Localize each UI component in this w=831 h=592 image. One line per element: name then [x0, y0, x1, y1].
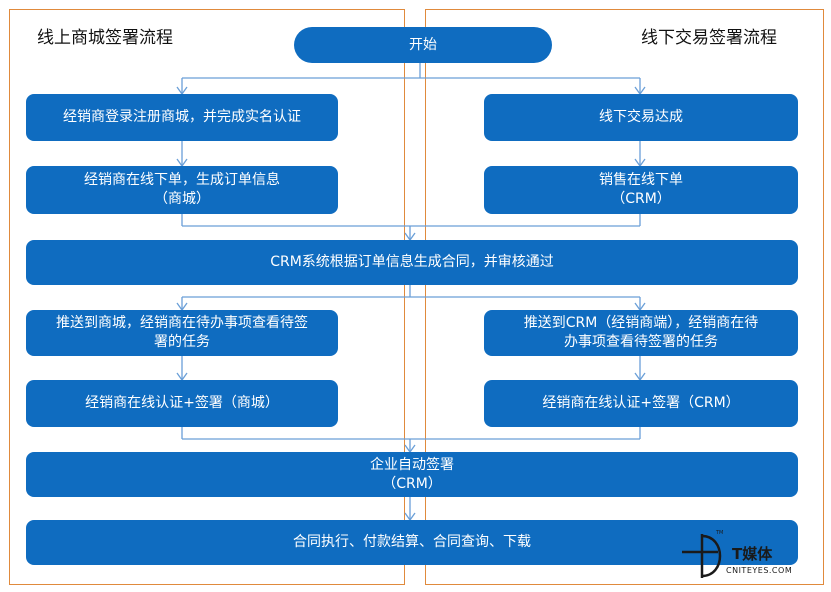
node-final: 合同执行、付款结算、合同查询、下载 [26, 520, 798, 565]
node-online-sign: 经销商在线认证+签署（商城） [26, 380, 338, 427]
node-text-line: 经销商在线下单，生成订单信息 [84, 172, 280, 188]
node-online-order: 经销商在线下单，生成订单信息 （商城） [26, 166, 338, 214]
node-text-line: 企业自动签署 [370, 456, 454, 473]
node-text-line: 线下交易达成 [599, 109, 683, 125]
node-text-line: 推送到CRM（经销商端），经销商在待 [523, 315, 759, 331]
lane-offline-title: 线下交易签署流程 [641, 28, 777, 48]
watermark-tm: TM [716, 530, 724, 536]
node-offline-deal: 线下交易达成 [484, 94, 798, 141]
node-text-line: 合同执行、付款结算、合同查询、下载 [293, 534, 531, 550]
node-text-line: 署的任务 [154, 334, 210, 350]
node-text-line: 开始 [409, 36, 437, 53]
node-text-line: 办事项查看待签署的任务 [564, 334, 718, 350]
node-text-line: （CRM） [382, 475, 442, 492]
node-online-register: 经销商登录注册商城，并完成实名认证 [26, 94, 338, 141]
watermark-brand: T媒体 [732, 545, 773, 563]
node-text-line: 经销商登录注册商城，并完成实名认证 [63, 109, 301, 125]
node-text-line: （商城） [154, 191, 210, 207]
node-start: 开始 [294, 27, 552, 63]
node-text-line: 经销商在线认证+签署（商城） [85, 395, 279, 411]
watermark-logo: TM T媒体 CNITEYES.COM [680, 528, 830, 588]
logo-mark-icon [682, 534, 722, 578]
node-text-line: CRM系统根据订单信息生成合同，并审核通过 [270, 254, 554, 270]
node-crm-contract: CRM系统根据订单信息生成合同，并审核通过 [26, 240, 798, 285]
node-text-line: 经销商在线认证+签署（CRM） [542, 395, 740, 411]
node-offline-sign: 经销商在线认证+签署（CRM） [484, 380, 798, 427]
node-text-line: 推送到商城，经销商在待办事项查看待签 [56, 315, 308, 331]
node-text-line: （CRM） [611, 191, 671, 207]
watermark-domain: CNITEYES.COM [726, 566, 793, 575]
lane-online-title: 线上商城签署流程 [37, 28, 173, 48]
node-offline-push: 推送到CRM（经销商端），经销商在待办事项查看待签署的任务 [484, 310, 798, 356]
node-online-push: 推送到商城，经销商在待办事项查看待签署的任务 [26, 310, 338, 356]
node-enterprise-sign: 企业自动签署 （CRM） [26, 452, 798, 497]
node-text-line: 销售在线下单 [599, 172, 683, 188]
node-offline-order: 销售在线下单 （CRM） [484, 166, 798, 214]
